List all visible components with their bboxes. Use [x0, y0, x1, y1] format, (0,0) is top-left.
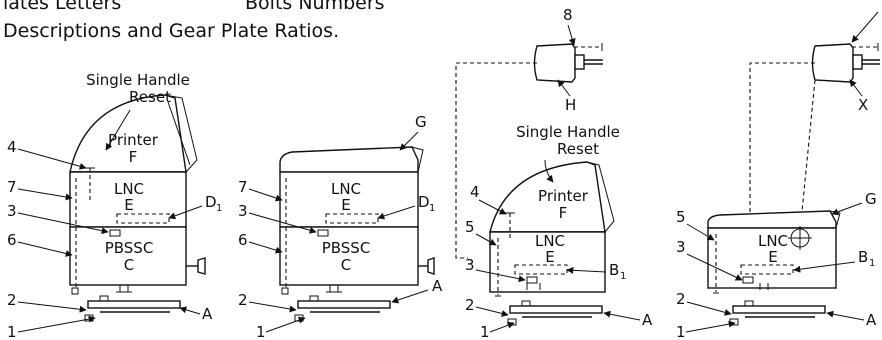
- num-1: 1: [7, 323, 17, 340]
- label-D: D: [418, 193, 430, 211]
- label-H: H: [565, 96, 576, 114]
- label-single-handle-reset-1: Single Handle: [86, 71, 190, 89]
- label-F: F: [559, 204, 568, 222]
- label-E: E: [545, 248, 554, 266]
- num-5: 5: [465, 218, 475, 236]
- label-LNC: LNC: [114, 180, 144, 198]
- label-LNC: LNC: [331, 180, 361, 198]
- num-7: 7: [7, 178, 17, 196]
- label-A: A: [202, 305, 213, 323]
- label-C: C: [124, 256, 134, 274]
- num-4: 4: [470, 183, 480, 201]
- label-E: E: [124, 196, 133, 214]
- num-5: 5: [676, 208, 686, 226]
- figure-2: G LNC E PBSSC C D 1 A 7 3 6 2 1: [238, 113, 443, 340]
- label-LNC: LNC: [535, 232, 565, 250]
- label-G: G: [415, 113, 427, 131]
- label-A: A: [432, 277, 443, 295]
- label-D-sub: 1: [216, 203, 222, 214]
- label-PBSSC: PBSSC: [105, 239, 154, 257]
- label-X: X: [858, 96, 868, 114]
- label-B: B: [609, 261, 619, 279]
- figure-1: Single Handle Reset Printer F LNC E PBSS…: [7, 71, 222, 340]
- num-3: 3: [465, 256, 475, 274]
- figure-4: X G LNC E B 1: [676, 11, 880, 340]
- label-D-sub: 1: [429, 203, 435, 214]
- label-D: D: [205, 193, 217, 211]
- num-1: 1: [480, 323, 490, 340]
- label-G: G: [865, 190, 877, 208]
- label-F: F: [129, 148, 138, 166]
- num-3: 3: [7, 202, 17, 220]
- num-1: 1: [676, 323, 686, 340]
- label-single-handle-reset-2: Reset: [557, 140, 599, 158]
- num-8: 8: [563, 6, 573, 24]
- label-single-handle-reset-2: Reset: [129, 88, 171, 106]
- label-single-handle-reset-1: Single Handle: [516, 123, 620, 141]
- num-6: 6: [7, 231, 17, 249]
- num-2: 2: [465, 296, 475, 314]
- label-printer: Printer: [108, 131, 159, 149]
- num-3: 3: [676, 238, 686, 256]
- num-1: 1: [256, 323, 266, 340]
- num-3: 3: [238, 202, 248, 220]
- header-line2: Descriptions and Gear Plate Ratios.: [3, 20, 340, 42]
- num-4: 4: [7, 138, 17, 156]
- label-LNC: LNC: [758, 232, 788, 250]
- num-2: 2: [238, 291, 248, 309]
- label-PBSSC: PBSSC: [322, 239, 371, 257]
- label-A: A: [866, 311, 877, 329]
- label-E: E: [768, 248, 777, 266]
- label-B-sub: 1: [620, 271, 626, 282]
- label-B: B: [858, 248, 868, 266]
- num-6: 6: [238, 231, 248, 249]
- num-2: 2: [676, 290, 686, 308]
- label-B-sub: 1: [869, 258, 875, 269]
- figure-3: 8 H Single Handle Reset Prin: [455, 6, 653, 340]
- label-A: A: [642, 311, 653, 329]
- header-line1-left: lates Letters: [3, 0, 122, 14]
- num-2: 2: [7, 291, 17, 309]
- label-E: E: [341, 196, 350, 214]
- label-printer: Printer: [538, 187, 589, 205]
- label-C: C: [341, 256, 351, 274]
- num-7: 7: [238, 178, 248, 196]
- header-line1-right: Bolts Numbers: [245, 0, 385, 14]
